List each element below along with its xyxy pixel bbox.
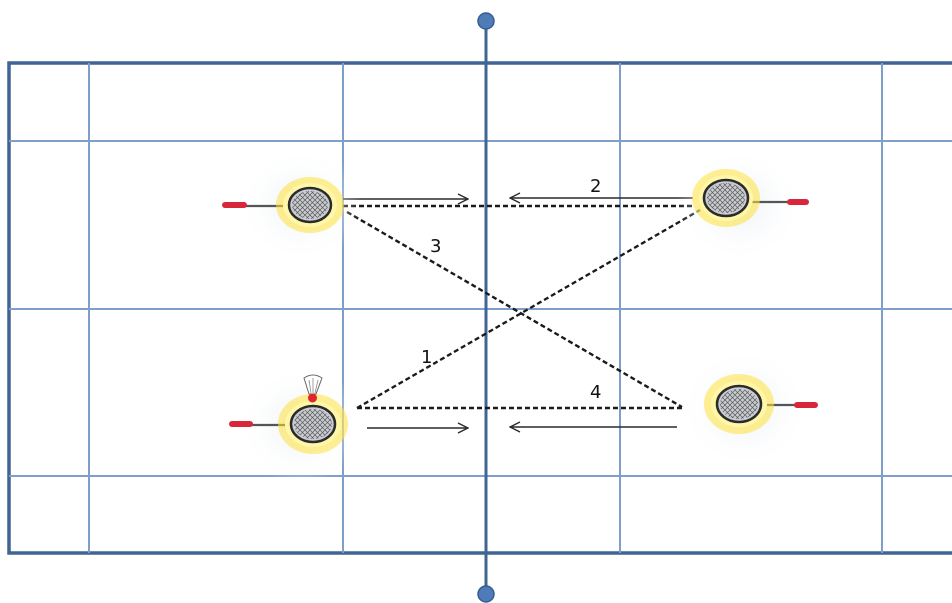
player-bottom-left [229, 365, 362, 485]
player-bottom-right [679, 346, 818, 470]
shot-paths [343, 204, 701, 410]
player-top-left [222, 147, 362, 263]
badminton-court [7, 61, 952, 555]
badminton-racket-icon [692, 169, 809, 227]
net-post-top [477, 12, 495, 30]
movement-arrows [343, 198, 693, 428]
drill-label: 3 [430, 236, 441, 257]
drill-labels: 1 2 3 4 [421, 176, 601, 403]
net [477, 12, 495, 603]
player-top-right [676, 147, 809, 263]
dashed-path-diagonal-3 [346, 210, 683, 409]
shuttlecock-icon [303, 374, 323, 403]
net-post-bottom [477, 585, 495, 603]
drill-label: 4 [590, 382, 601, 403]
drill-label: 1 [421, 347, 432, 368]
drill-label: 2 [590, 176, 601, 197]
dashed-path-diagonal-1 [356, 208, 701, 410]
badminton-racket-icon [222, 177, 344, 233]
badminton-racket-icon [229, 394, 348, 454]
badminton-racket-icon [704, 374, 818, 434]
